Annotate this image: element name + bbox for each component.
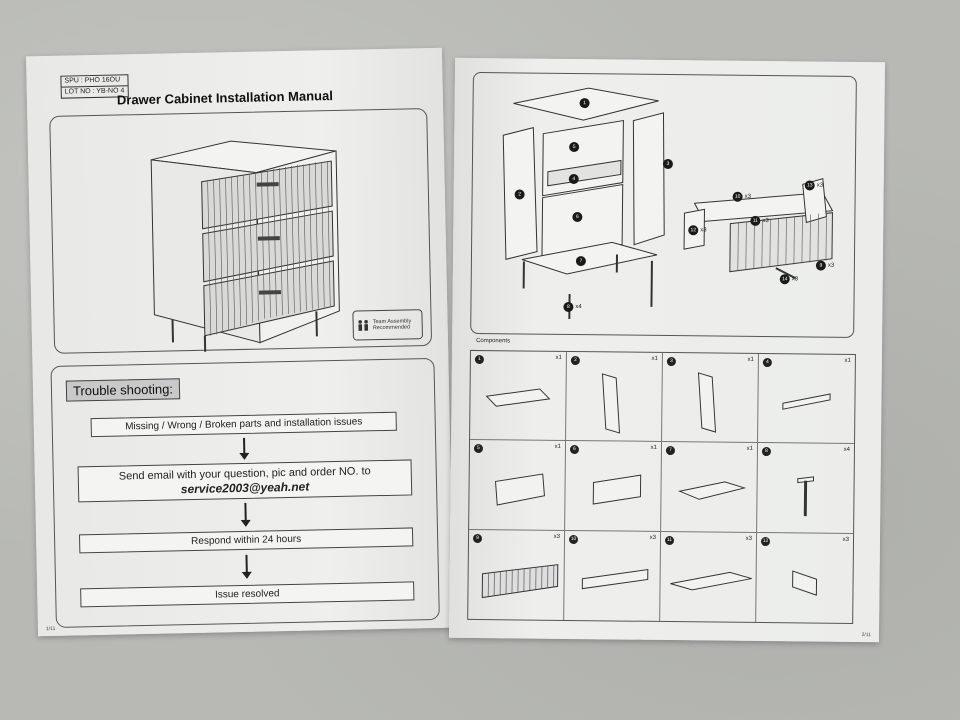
- callout-2: 2: [514, 189, 525, 200]
- component-cell: 7 x1: [661, 442, 759, 533]
- troubleshooting-step-respond: Respond within 24 hours: [78, 527, 414, 554]
- troubleshooting-title: Trouble shooting:: [65, 378, 181, 402]
- team-assembly-notice: Team Assembly Recommended: [352, 309, 423, 341]
- bottom-panel-icon: [677, 481, 747, 501]
- team-assembly-text: Team Assembly Recommended: [372, 318, 412, 332]
- callout-13-qty: x3: [816, 182, 824, 189]
- back-panel-icon: [494, 473, 545, 506]
- exploded-cabinet-illustration: [502, 87, 834, 319]
- manual-page-right: 1 2 3 4 5 6 7 8 x4 9 x3 10 x3 11 x3 12 x…: [448, 57, 886, 643]
- components-label: Components: [476, 338, 511, 345]
- divider-panel-icon: [592, 474, 642, 505]
- callout-6: 6: [572, 212, 583, 223]
- manual-page-left: SPU : PHO 16OU LOT NO : YB-NO 4 Drawer C…: [25, 47, 455, 637]
- component-cell: 8 x4: [757, 443, 855, 534]
- callout-11-qty: x3: [762, 217, 769, 225]
- component-cell: 2 x1: [566, 351, 663, 443]
- callout-14-qty: x3: [791, 276, 799, 283]
- panel-side-icon: [601, 373, 621, 434]
- arrow-down-icon: [243, 437, 246, 454]
- arrow-down-icon: [245, 554, 248, 573]
- callout-12: 12: [688, 225, 699, 236]
- callout-1: 1: [579, 98, 590, 109]
- troubleshooting-panel: Trouble shooting: Missing / Wrong / Brok…: [50, 357, 440, 628]
- spu-code: SPU : PHO 16OU: [64, 76, 121, 85]
- manual-title: Drawer Cabinet Installation Manual: [116, 88, 334, 108]
- components-grid: 1 x1 2 x1 3 x1 4 x1 5 x1 6 x1: [467, 349, 856, 624]
- component-cell: 12 x3: [756, 533, 853, 623]
- drawer-side-icon: [581, 568, 649, 589]
- panel-side-icon: [697, 372, 717, 433]
- component-cell: 4 x1: [758, 353, 855, 445]
- drawer-end-icon: [792, 570, 818, 596]
- callout-7: 7: [575, 256, 586, 267]
- two-person-icon: [358, 320, 369, 331]
- drawer-bottom-icon: [670, 571, 752, 590]
- callout-10-qty: x3: [744, 193, 751, 200]
- troubleshooting-step-resolved: Issue resolved: [80, 581, 415, 608]
- leg-icon: [797, 476, 815, 517]
- callout-11: 11: [750, 215, 761, 226]
- component-cell: 9 x3: [468, 529, 566, 620]
- arrow-down-icon: [244, 502, 247, 521]
- panel-flat-icon: [485, 388, 551, 407]
- component-cell: 6 x1: [565, 441, 663, 532]
- component-cell: 10 x3: [564, 530, 662, 621]
- component-cell: 11 x3: [660, 531, 758, 622]
- component-cell: 3 x1: [662, 352, 759, 444]
- fluted-front-icon: [481, 563, 559, 598]
- callout-4: 4: [568, 173, 579, 185]
- callout-8-qty: x4: [575, 304, 582, 311]
- callout-9: 9: [815, 260, 826, 271]
- callout-12-qty: x3: [700, 227, 707, 234]
- callout-9-qty: x3: [827, 262, 835, 269]
- callout-10: 10: [732, 191, 743, 202]
- component-cell: 5 x1: [469, 440, 567, 531]
- callout-3: 3: [662, 158, 673, 170]
- page-number-right: 2/11: [861, 632, 872, 639]
- callout-8: 8: [563, 301, 574, 313]
- product-illustration-frame: Team Assembly Recommended: [49, 108, 433, 355]
- component-cell: 1 x1: [470, 350, 567, 442]
- drawer-cabinet-illustration: [150, 140, 340, 355]
- exploded-view-frame: 1 2 3 4 5 6 7 8 x4 9 x3 10 x3 11 x3 12 x…: [470, 71, 857, 338]
- callout-5: 5: [569, 141, 580, 153]
- page-number-left: 1/11: [45, 625, 56, 633]
- troubleshooting-step-issue: Missing / Wrong / Broken parts and insta…: [90, 411, 397, 438]
- callout-14: 14: [779, 274, 790, 285]
- rail-icon: [782, 393, 831, 410]
- troubleshooting-step-email: Send email with your question, pic and o…: [77, 459, 413, 503]
- callout-13: 13: [804, 180, 815, 191]
